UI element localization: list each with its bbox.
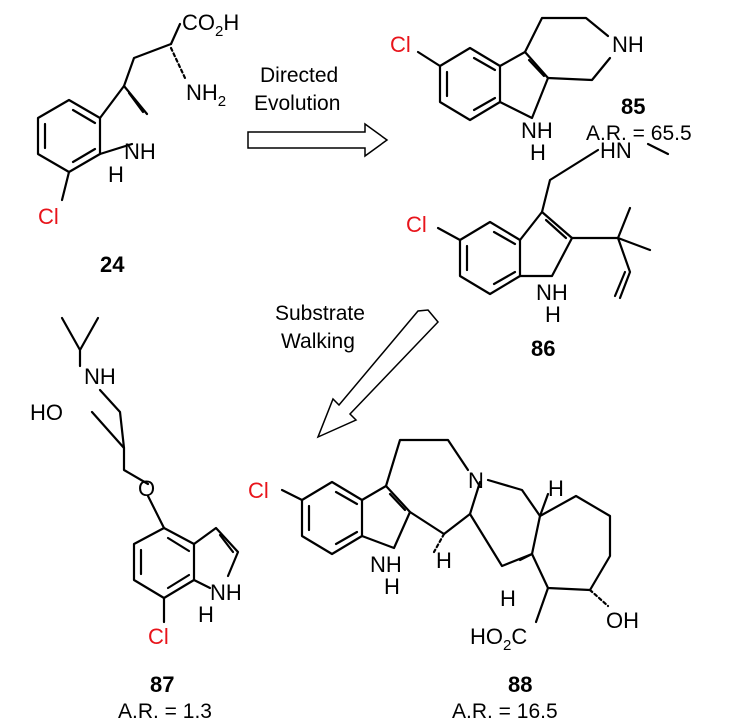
directed-evolution-label-line2: Evolution — [254, 92, 340, 115]
compound-87-structure: NH HO O NH H Cl — [30, 316, 242, 649]
atom-nh2: NH2 — [186, 80, 226, 110]
atom-nh: NH — [612, 32, 644, 57]
atom-nh: NH — [210, 580, 242, 605]
activity-ratio-87: A.R. = 1.3 — [118, 700, 212, 723]
atom-hn: HN — [600, 138, 632, 163]
atom-o: O — [138, 476, 155, 501]
activity-ratio-85: A.R. = 65.5 — [586, 122, 692, 145]
atom-co2h: CO2H — [182, 10, 239, 40]
compound-number-85: 85 — [621, 94, 645, 119]
atom-chlorine: Cl — [248, 478, 269, 503]
atom-ho2c: HO2C — [470, 624, 527, 654]
atom-nh: NH — [536, 280, 568, 305]
substrate-walking-label-line1: Substrate — [275, 302, 365, 325]
substrate-walking-label-line2: Walking — [281, 330, 355, 353]
atom-h: H — [384, 574, 400, 599]
atom-n: N — [468, 468, 484, 493]
compound-number-86: 86 — [531, 336, 555, 361]
atom-h: H — [436, 548, 452, 573]
activity-ratio-88: A.R. = 16.5 — [452, 700, 558, 723]
substrate-walking-arrow — [316, 309, 440, 439]
atom-oh: OH — [606, 608, 639, 633]
atom-indole-h: H — [108, 162, 124, 187]
compound-number-88: 88 — [508, 672, 532, 697]
compound-88-structure: Cl N H H H NH H OH HO2C — [248, 438, 639, 654]
atom-chlorine: Cl — [148, 624, 169, 649]
compound-number-87: 87 — [150, 672, 174, 697]
atom-indole-nh: NH — [124, 139, 156, 164]
compound-86-structure: Cl HN NH H — [406, 138, 670, 327]
atom-ho: HO — [30, 400, 63, 425]
atom-h: H — [548, 476, 564, 501]
atom-chlorine: Cl — [406, 212, 427, 237]
atom-nh: NH — [521, 118, 553, 143]
atom-chlorine: Cl — [390, 32, 411, 57]
atom-chlorine: Cl — [38, 204, 59, 229]
atom-h: H — [500, 586, 516, 611]
compound-85-structure: Cl NH NH H — [390, 16, 644, 165]
atom-h: H — [530, 140, 546, 165]
atom-h: H — [545, 302, 561, 327]
compound-number-24: 24 — [100, 252, 125, 277]
directed-evolution-label-line1: Directed — [260, 64, 338, 87]
atom-nh: NH — [84, 364, 116, 389]
directed-evolution-arrow — [247, 122, 389, 158]
compound-24-structure: CO2H NH2 NH H Cl — [36, 10, 239, 229]
atom-nh: NH — [370, 552, 402, 577]
atom-h: H — [198, 602, 214, 627]
